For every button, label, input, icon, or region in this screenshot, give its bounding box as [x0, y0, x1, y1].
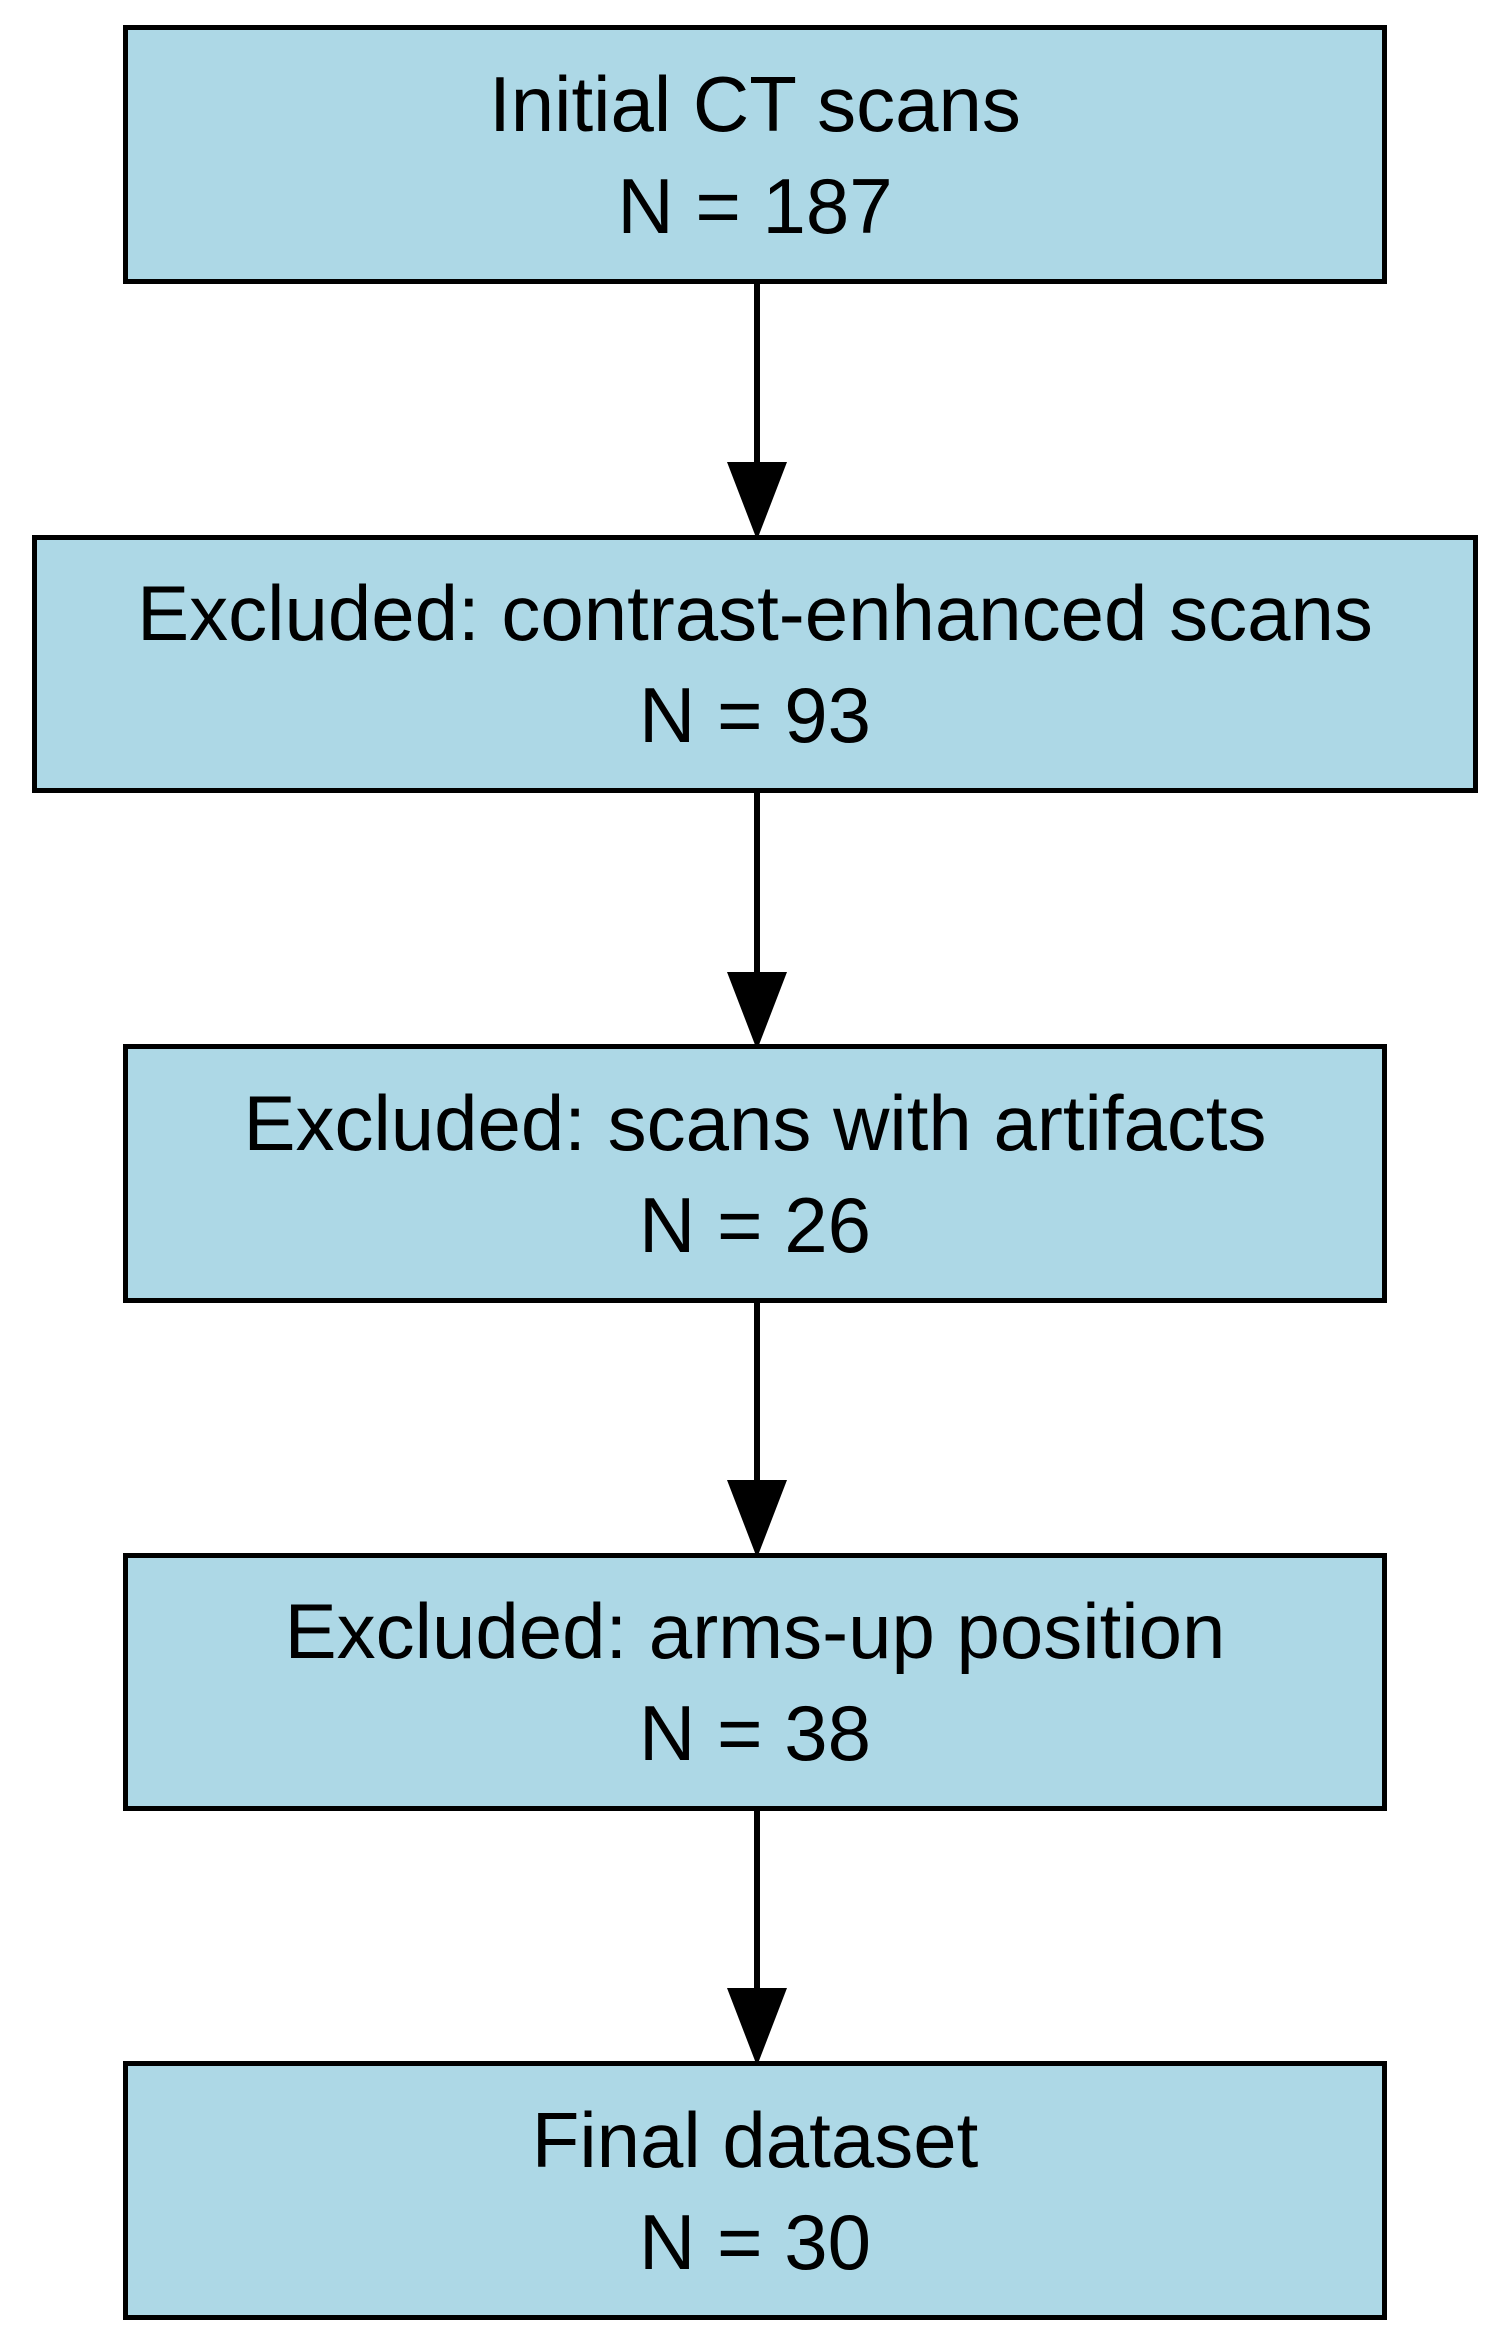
node-label: Excluded: arms-up position	[284, 1587, 1226, 1675]
node-excluded-artifacts: Excluded: scans with artifacts N = 26	[123, 1044, 1387, 1303]
arrow-arms-up-to-final	[727, 1811, 787, 2066]
node-label: Excluded: scans with artifacts	[243, 1078, 1267, 1167]
node-count: N = 187	[617, 161, 893, 250]
node-count: N = 38	[639, 1689, 871, 1777]
node-excluded-contrast-enhanced: Excluded: contrast-enhanced scans N = 93	[32, 535, 1478, 793]
node-initial-ct-scans: Initial CT scans N = 187	[123, 25, 1387, 284]
node-excluded-arms-up: Excluded: arms-up position N = 38	[123, 1553, 1387, 1811]
arrow-initial-to-contrast	[727, 284, 787, 540]
node-count: N = 93	[639, 671, 871, 759]
node-label: Excluded: contrast-enhanced scans	[137, 569, 1373, 657]
node-count: N = 30	[639, 2197, 871, 2286]
node-count: N = 26	[639, 1180, 871, 1269]
node-label: Initial CT scans	[489, 59, 1021, 148]
node-label: Final dataset	[531, 2095, 979, 2184]
arrow-artifacts-to-arms-up	[727, 1303, 787, 1558]
node-final-dataset: Final dataset N = 30	[123, 2061, 1387, 2320]
arrow-contrast-to-artifacts	[727, 793, 787, 1050]
